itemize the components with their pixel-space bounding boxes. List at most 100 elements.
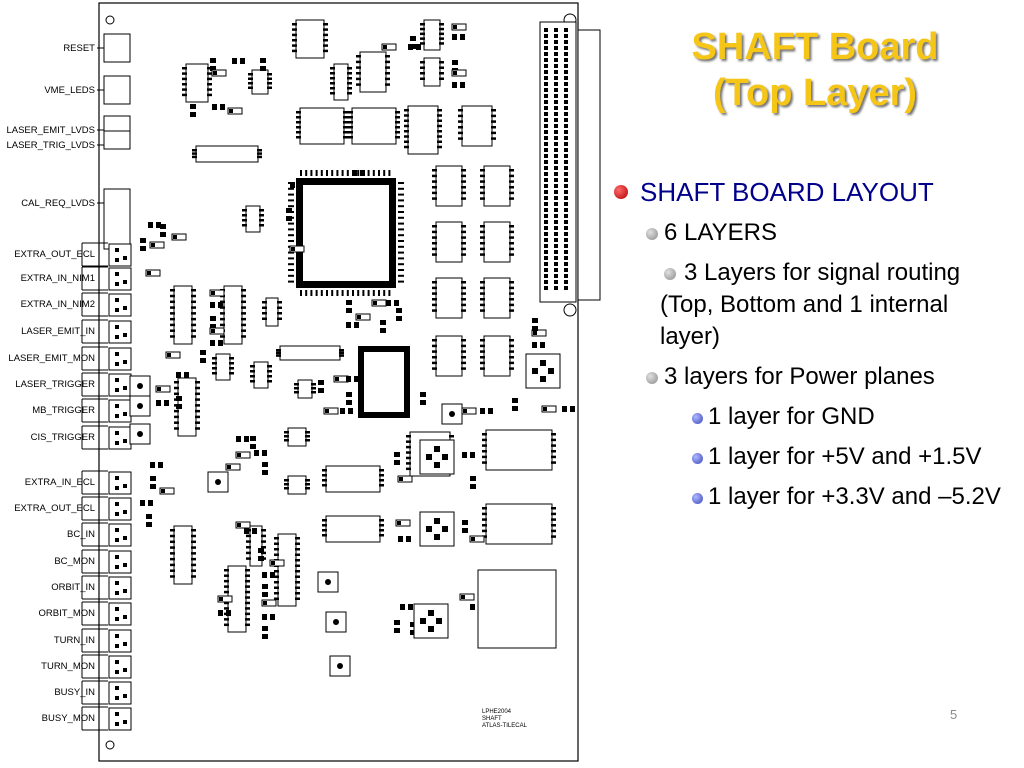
passive-component xyxy=(209,327,225,335)
bullet-signal: 3 Layers for signal routing (Top, Bottom… xyxy=(660,259,961,350)
blue-bullet-icon xyxy=(692,453,703,464)
passive-component xyxy=(470,476,476,489)
passive-component xyxy=(176,396,182,409)
passive-component xyxy=(397,475,413,483)
passive-component xyxy=(200,350,206,363)
page-number: 5 xyxy=(950,707,958,722)
passive-component xyxy=(235,521,251,529)
passive-component xyxy=(217,595,233,603)
passive-component xyxy=(225,463,241,471)
bullet-power: 3 layers for Power planes xyxy=(612,361,1012,393)
passive-component xyxy=(261,599,277,607)
lemo-connector xyxy=(108,373,132,397)
test-point xyxy=(329,655,351,677)
passive-component xyxy=(210,316,216,329)
connector-label: BUSY_MON xyxy=(42,713,95,724)
passive-component xyxy=(452,82,465,88)
connector-label: BC_MON xyxy=(54,556,95,567)
connector-label: BUSY_IN xyxy=(54,687,95,698)
ic-footprint xyxy=(480,335,514,377)
ic-footprint xyxy=(170,285,196,345)
passive-component xyxy=(452,34,465,40)
passive-component xyxy=(532,318,538,331)
ic-footprint xyxy=(432,165,466,207)
ic-footprint xyxy=(274,533,300,607)
passive-component xyxy=(190,104,196,117)
bullet-layers: 6 LAYERS xyxy=(612,217,1012,249)
passive-component xyxy=(262,572,275,578)
lemo-connector xyxy=(108,320,132,344)
passive-component xyxy=(410,622,416,635)
passive-component xyxy=(149,241,165,249)
connector-label: VME_LEDS xyxy=(44,85,95,96)
test-point xyxy=(317,571,339,593)
ic-footprint xyxy=(182,63,212,103)
lemo-connector xyxy=(108,267,132,291)
chip-u22 xyxy=(477,569,557,649)
passive-component xyxy=(346,376,359,382)
connector-label: EXTRA_IN_ECL xyxy=(25,477,95,488)
lemo-connector xyxy=(108,629,132,653)
connector-label: EXTRA_IN_NIM1 xyxy=(21,273,95,284)
passive-component xyxy=(210,58,216,71)
blue-bullet-icon xyxy=(692,493,703,504)
ic-footprint xyxy=(192,145,262,163)
passive-component xyxy=(209,289,225,297)
header-connector xyxy=(103,188,131,250)
passive-component xyxy=(340,408,353,414)
passive-component xyxy=(396,308,402,321)
ic-footprint xyxy=(262,297,282,327)
passive-component xyxy=(210,340,223,346)
connector-label: TURN_MON xyxy=(41,661,95,672)
passive-component xyxy=(150,462,163,468)
passive-component xyxy=(398,536,411,542)
passive-component xyxy=(462,520,468,533)
passive-component xyxy=(410,36,416,49)
gray-bullet-icon xyxy=(646,372,658,384)
pcb-layout-drawing: RESETVME_LEDSLASER_EMIT_LVDSLASER_TRIG_L… xyxy=(6,2,601,762)
lemo-connector xyxy=(108,471,132,495)
passive-component xyxy=(232,58,245,64)
passive-component xyxy=(459,593,475,601)
gray-bullet-icon xyxy=(646,228,658,240)
passive-component xyxy=(150,476,156,489)
bullet-main: SHAFT BOARD LAYOUT xyxy=(612,175,1012,209)
bullet-plus33: 1 layer for +3.3V and –5.2V xyxy=(612,481,1012,513)
passive-component xyxy=(262,462,268,475)
passive-component xyxy=(218,610,231,616)
ic-footprint xyxy=(404,105,442,155)
passive-component xyxy=(176,372,189,378)
passive-component xyxy=(352,170,365,176)
connector-label: LASER_TRIGGER xyxy=(15,379,95,390)
passive-component xyxy=(451,69,467,77)
passive-component xyxy=(155,385,171,393)
header-connector xyxy=(103,75,131,105)
passive-component xyxy=(512,398,518,411)
connector-label: BC_IN xyxy=(67,529,95,540)
passive-component xyxy=(262,614,275,620)
connector-label: LASER_EMIT_IN xyxy=(21,326,95,337)
passive-component xyxy=(260,58,266,71)
ic-footprint xyxy=(170,525,196,585)
ic-footprint xyxy=(480,221,514,263)
fab-text: LPHE2004 SHAFT ATLAS-TILECAL xyxy=(482,709,528,729)
connector-label: MB_TRIGGER xyxy=(32,405,95,416)
ic-footprint xyxy=(296,107,348,145)
ic-footprint xyxy=(356,51,390,93)
ic-footprint xyxy=(458,105,496,147)
vme-connector xyxy=(539,21,601,303)
passive-component xyxy=(140,238,146,251)
filter-component xyxy=(413,603,449,639)
connector-label: RESET xyxy=(63,43,95,54)
passive-component xyxy=(394,620,400,633)
passive-component xyxy=(236,436,249,442)
passive-component xyxy=(394,452,400,465)
passive-component xyxy=(531,329,547,337)
passive-component xyxy=(323,407,339,415)
passive-component xyxy=(211,69,227,77)
ic-footprint xyxy=(482,429,556,471)
passive-component xyxy=(461,407,477,415)
passive-component xyxy=(235,451,251,459)
passive-component xyxy=(480,408,493,414)
lemo-connector xyxy=(108,550,132,574)
